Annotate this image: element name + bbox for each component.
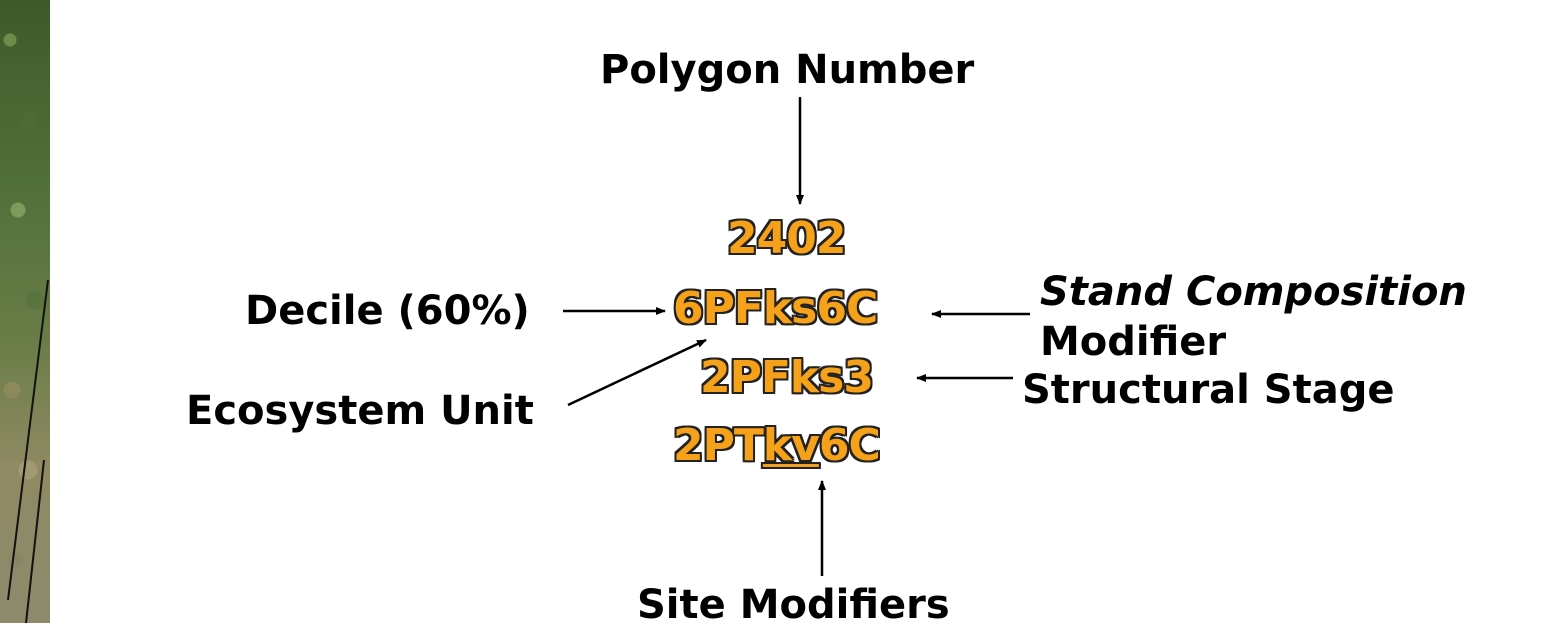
structural-stage-code: 2PFks3 bbox=[700, 352, 874, 403]
ecosystem-unit-label: Ecosystem Unit bbox=[186, 388, 534, 434]
site-modifiers-label: Site Modifiers bbox=[637, 582, 950, 628]
aerial-line bbox=[25, 459, 45, 623]
structural-stage-label: Structural Stage bbox=[1022, 367, 1395, 413]
decile-ecosystem-code: 6PFks6C bbox=[673, 283, 878, 334]
ecosystem-unit-arrow bbox=[567, 338, 707, 407]
polygon-number-label: Polygon Number bbox=[600, 47, 975, 93]
site-code-prefix: 2PT bbox=[673, 420, 764, 471]
site-modifier-code: 2PTkv6C bbox=[673, 424, 881, 468]
site-modifier-underlined: kv bbox=[762, 420, 820, 471]
aerial-photo-strip bbox=[0, 0, 50, 623]
decile-label: Decile (60%) bbox=[245, 288, 530, 334]
polygon-number-code: 2402 bbox=[727, 213, 846, 264]
site-code-suffix: 6C bbox=[818, 420, 881, 471]
stand-composition-label-line2: Modifier bbox=[1040, 319, 1227, 365]
aerial-line bbox=[7, 279, 49, 601]
stand-composition-label-line1: Stand Composition bbox=[1040, 269, 1467, 315]
